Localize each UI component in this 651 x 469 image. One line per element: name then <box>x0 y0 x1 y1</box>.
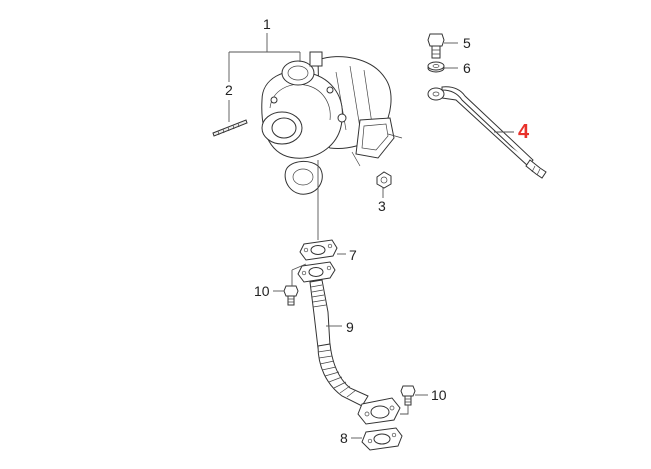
flange-bolt-lower <box>400 385 416 406</box>
callout-label-7: 7 <box>349 247 357 263</box>
callout-label-3: 3 <box>378 198 386 214</box>
callout-label-10-lower: 10 <box>431 387 447 403</box>
callout-6: 6 <box>444 60 471 76</box>
callout-label-4: 4 <box>518 121 530 143</box>
gasket-lower <box>361 427 403 451</box>
callout-9: 9 <box>326 319 354 335</box>
callout-label-1: 1 <box>263 16 271 32</box>
nut <box>376 171 392 189</box>
oil-feed-pipe <box>427 86 547 179</box>
callout-1: 1 <box>228 16 301 82</box>
callout-7: 7 <box>337 247 357 263</box>
callout-10-lower: 10 <box>400 387 447 415</box>
callout-5: 5 <box>444 35 471 51</box>
callout-label-6: 6 <box>463 60 471 76</box>
callout-label-8: 8 <box>340 430 348 446</box>
washer <box>427 61 445 73</box>
callout-10-upper: 10 <box>254 263 307 299</box>
stud-bolt <box>212 119 248 137</box>
flange-bolt-upper <box>283 285 299 306</box>
turbocharger <box>261 51 403 195</box>
callout-label-9: 9 <box>346 319 354 335</box>
callout-2: 2 <box>225 82 233 122</box>
banjo-bolt <box>427 33 445 59</box>
callout-8: 8 <box>340 430 362 446</box>
callout-4: 4 <box>494 121 530 143</box>
callout-label-5: 5 <box>463 35 471 51</box>
callout-label-2: 2 <box>225 82 233 98</box>
oil-return-pipe <box>297 261 401 425</box>
callout-3: 3 <box>378 188 386 214</box>
gasket-upper <box>299 239 338 261</box>
callout-label-10-upper: 10 <box>254 283 270 299</box>
